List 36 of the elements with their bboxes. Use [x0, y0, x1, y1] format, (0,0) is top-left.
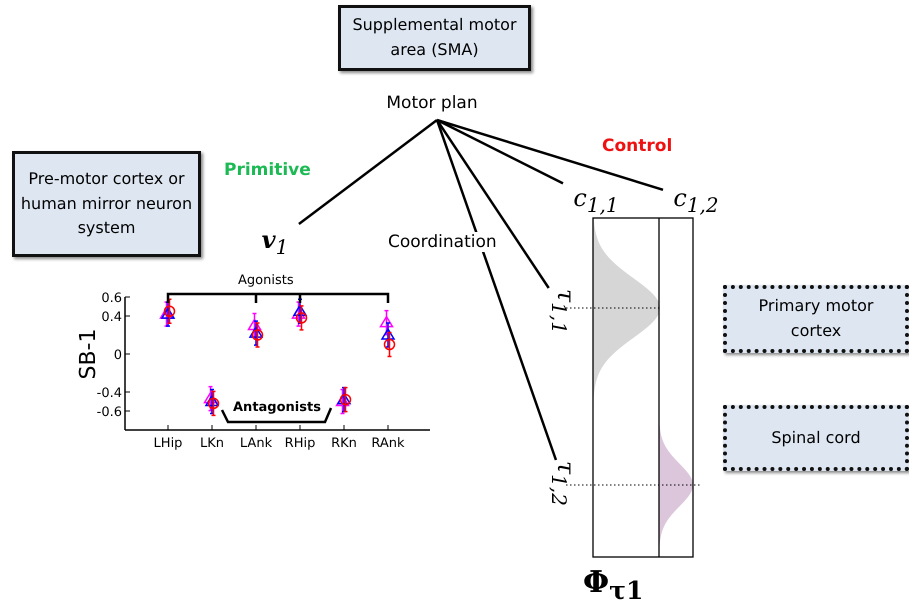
math-symbol: c$_{1,2}$	[663, 183, 729, 217]
tick-label: -0.6	[96, 405, 122, 420]
plan-text: Motor plan	[372, 88, 492, 118]
math-symbol: c$_{1,1}$	[563, 183, 629, 217]
tick-label: 0.4	[101, 310, 122, 325]
point	[205, 394, 219, 406]
label-box: Supplemental motor area (SMA)	[338, 5, 531, 71]
tick-label: LKn	[200, 436, 224, 451]
connector-line	[436, 118, 664, 191]
label-box: Pre-motor cortex or human mirror neuron system	[12, 151, 201, 257]
tick-label: -0.4	[96, 386, 122, 401]
connector-line	[436, 120, 558, 460]
tick-label: LHip	[154, 436, 182, 451]
tick-label: 0.6	[101, 291, 122, 306]
group-label: Antagonists	[233, 400, 321, 415]
point	[380, 316, 394, 328]
connector-line	[298, 119, 438, 225]
point	[249, 326, 263, 338]
point	[204, 392, 218, 404]
point	[292, 307, 306, 319]
dotted-label-box: Primary motor cortex	[723, 285, 909, 353]
tick-label: RAnk	[371, 436, 405, 451]
branch-label: Primitive	[224, 160, 311, 180]
axis-title: SB-1	[76, 328, 101, 380]
function-symbol: Φ$_{τ1}$	[583, 565, 644, 605]
point	[381, 328, 395, 340]
point	[293, 304, 307, 316]
tick-label: 0	[114, 348, 122, 363]
group-label: Agonists	[238, 273, 294, 288]
tick-label: RHip	[284, 436, 316, 451]
math-symbol: v$_{1}$	[244, 224, 306, 260]
tick-label: LAnk	[240, 436, 272, 451]
tick-label: RKn	[331, 436, 357, 451]
branch-label: Control	[602, 136, 672, 156]
dotted-label-box: Spinal cord	[723, 405, 909, 471]
point	[248, 318, 262, 330]
